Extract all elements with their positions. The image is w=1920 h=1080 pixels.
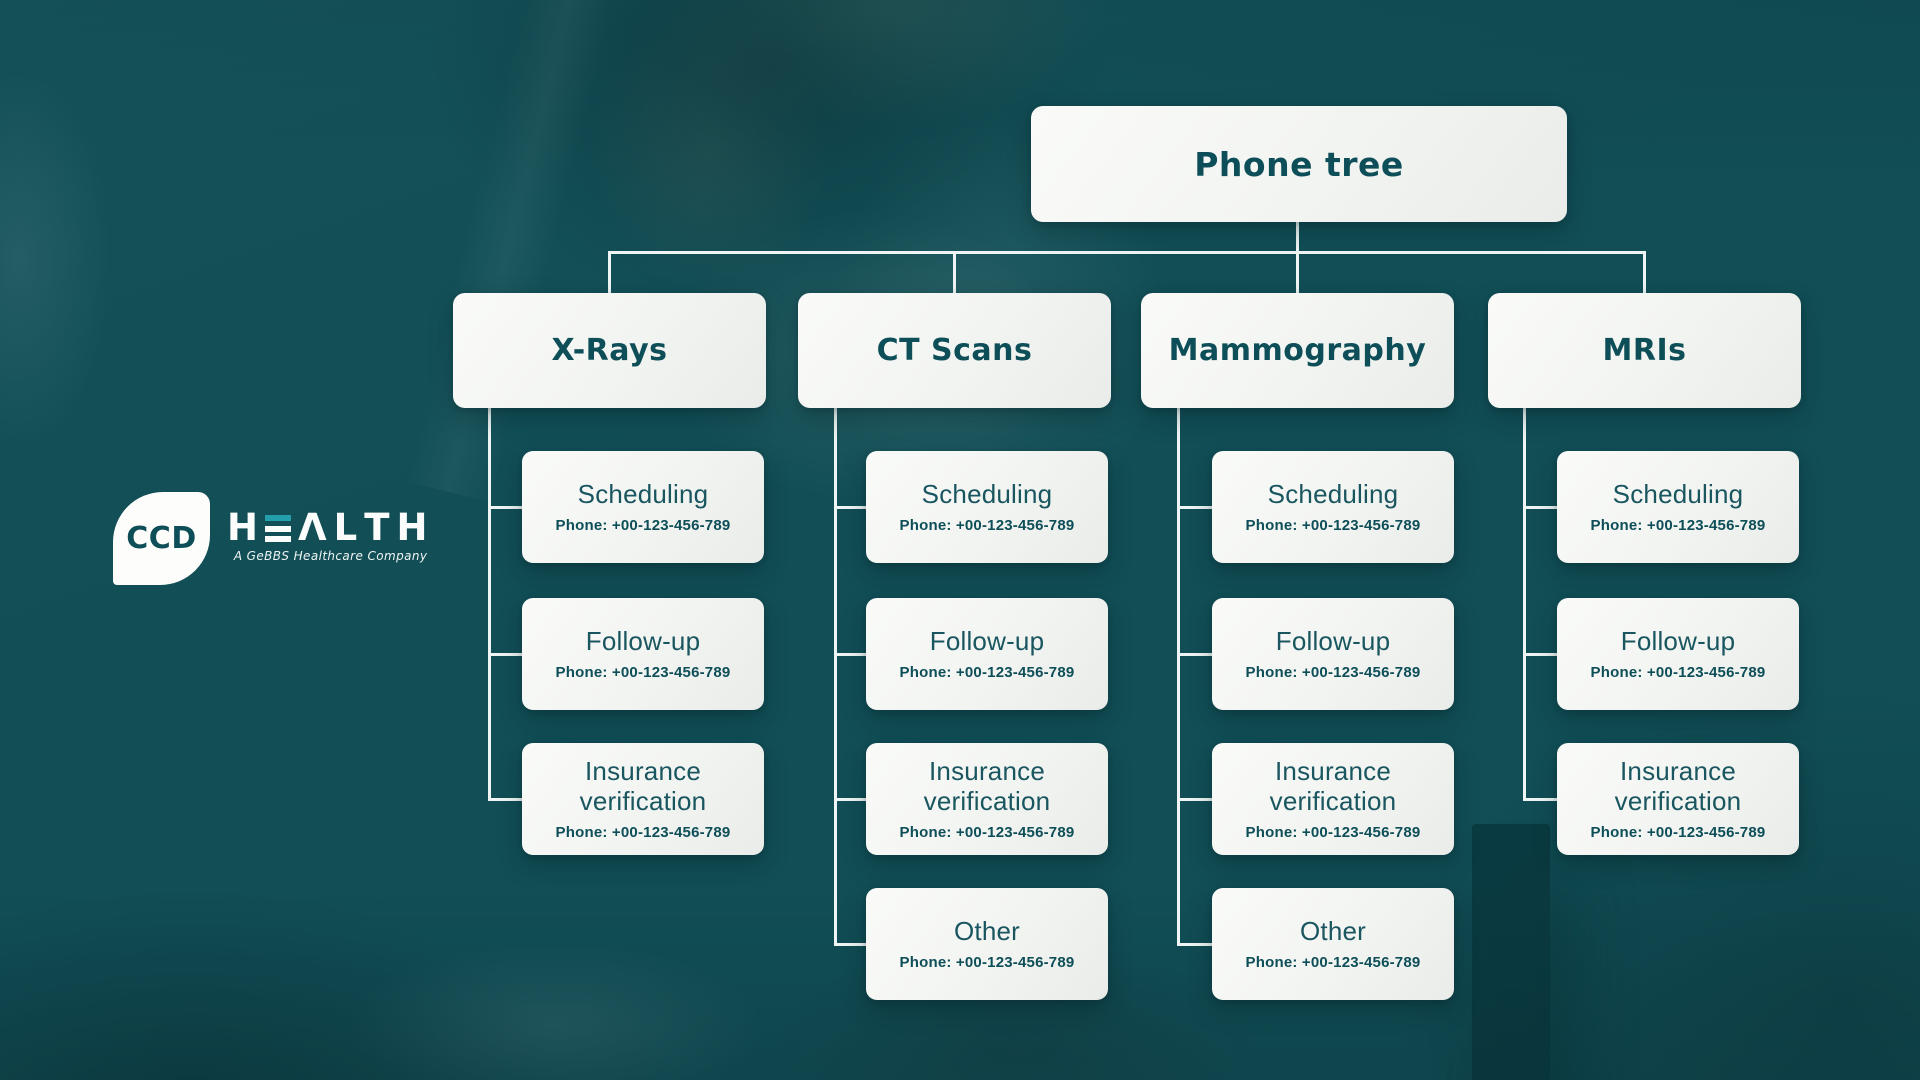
leaf-phone: Phone: +00-123-456-789 xyxy=(899,954,1075,972)
branch-node-mris: MRIs xyxy=(1488,293,1801,408)
leaf-title: Insurance verification xyxy=(1614,756,1742,816)
branch-node-xrays: X-Rays xyxy=(453,293,766,408)
connector-stub xyxy=(1523,798,1559,801)
ccd-logo-mark: CCD xyxy=(113,492,210,585)
leaf-node-ctscans-scheduling: Scheduling Phone: +00-123-456-789 xyxy=(866,451,1108,563)
background-monitor-shape xyxy=(1472,824,1550,1080)
logo-tagline: A GeBBS Healthcare Company xyxy=(233,549,428,564)
leaf-phone: Phone: +00-123-456-789 xyxy=(1245,823,1421,841)
branch-label: CT Scans xyxy=(876,332,1033,368)
connector-stub xyxy=(834,943,868,946)
connector-drop-xrays xyxy=(608,251,611,295)
connector-stub xyxy=(834,798,868,801)
leaf-node-mammography-follow-up: Follow-up Phone: +00-123-456-789 xyxy=(1212,598,1454,710)
branch-node-mammography: Mammography xyxy=(1141,293,1454,408)
leaf-title: Follow-up xyxy=(1620,625,1736,656)
logo-letter-h1: H xyxy=(227,505,258,549)
leaf-title: Scheduling xyxy=(1612,478,1744,509)
leaf-phone: Phone: +00-123-456-789 xyxy=(1590,517,1766,535)
connector-stub xyxy=(488,798,524,801)
connector-stub xyxy=(1177,653,1214,656)
connector-column-mammography xyxy=(1177,408,1180,945)
ccd-health-logo: CCD H E Λ L T H A GeBBS Healthcare Compa… xyxy=(113,492,427,585)
logo-letter-l: L xyxy=(333,505,358,549)
leaf-node-mris-follow-up: Follow-up Phone: +00-123-456-789 xyxy=(1557,598,1799,710)
connector-column-ctscans xyxy=(834,408,837,945)
leaf-phone: Phone: +00-123-456-789 xyxy=(1245,517,1421,535)
leaf-title: Other xyxy=(1299,915,1367,946)
leaf-title: Follow-up xyxy=(585,625,701,656)
branch-node-ctscans: CT Scans xyxy=(798,293,1111,408)
leaf-phone: Phone: +00-123-456-789 xyxy=(899,664,1075,682)
leaf-phone: Phone: +00-123-456-789 xyxy=(1590,664,1766,682)
leaf-node-xrays-follow-up: Follow-up Phone: +00-123-456-789 xyxy=(522,598,764,710)
health-wordmark: H E Λ L T H xyxy=(227,505,428,549)
leaf-title: Scheduling xyxy=(577,478,709,509)
leaf-title: Follow-up xyxy=(1275,625,1391,656)
connector-root-riser xyxy=(1296,222,1299,295)
root-node-label: Phone tree xyxy=(1194,144,1404,184)
leaf-title: Follow-up xyxy=(929,625,1045,656)
connector-drop-mris xyxy=(1643,251,1646,295)
connector-stub xyxy=(834,653,868,656)
root-node-phone-tree: Phone tree xyxy=(1031,106,1567,222)
branch-label: MRIs xyxy=(1602,332,1687,368)
logo-letter-t: T xyxy=(364,505,390,549)
leaf-phone: Phone: +00-123-456-789 xyxy=(555,517,731,535)
connector-stub xyxy=(1177,798,1214,801)
connector-column-mris xyxy=(1523,408,1526,800)
ccd-logo-text: CCD xyxy=(126,521,197,556)
logo-letter-e-stylized: E xyxy=(264,515,291,543)
logo-letter-a: Λ xyxy=(297,505,327,549)
leaf-phone: Phone: +00-123-456-789 xyxy=(1590,823,1766,841)
leaf-phone: Phone: +00-123-456-789 xyxy=(1245,954,1421,972)
branch-label: Mammography xyxy=(1168,332,1427,368)
logo-wordmark-group: H E Λ L T H A GeBBS Healthcare Company xyxy=(227,505,428,564)
connector-stub xyxy=(488,653,524,656)
connector-main-rail xyxy=(609,251,1646,254)
leaf-node-mammography-insurance-verification: Insurance verification Phone: +00-123-45… xyxy=(1212,743,1454,855)
leaf-node-mammography-scheduling: Scheduling Phone: +00-123-456-789 xyxy=(1212,451,1454,563)
leaf-node-xrays-scheduling: Scheduling Phone: +00-123-456-789 xyxy=(522,451,764,563)
connector-stub xyxy=(1177,506,1214,509)
logo-letter-h2: H xyxy=(396,505,428,549)
leaf-node-ctscans-other: Other Phone: +00-123-456-789 xyxy=(866,888,1108,1000)
leaf-phone: Phone: +00-123-456-789 xyxy=(1245,664,1421,682)
leaf-title: Scheduling xyxy=(1267,478,1399,509)
leaf-node-ctscans-follow-up: Follow-up Phone: +00-123-456-789 xyxy=(866,598,1108,710)
connector-stub xyxy=(488,506,524,509)
leaf-node-mris-scheduling: Scheduling Phone: +00-123-456-789 xyxy=(1557,451,1799,563)
leaf-phone: Phone: +00-123-456-789 xyxy=(555,823,731,841)
leaf-title: Other xyxy=(953,915,1021,946)
leaf-title: Insurance verification xyxy=(923,756,1051,816)
leaf-title: Scheduling xyxy=(921,478,1053,509)
leaf-node-xrays-insurance-verification: Insurance verification Phone: +00-123-45… xyxy=(522,743,764,855)
leaf-node-mris-insurance-verification: Insurance verification Phone: +00-123-45… xyxy=(1557,743,1799,855)
leaf-phone: Phone: +00-123-456-789 xyxy=(899,517,1075,535)
connector-stub xyxy=(1523,653,1559,656)
connector-stub xyxy=(834,506,868,509)
connector-drop-ctscans xyxy=(953,251,956,295)
leaf-node-ctscans-insurance-verification: Insurance verification Phone: +00-123-45… xyxy=(866,743,1108,855)
leaf-phone: Phone: +00-123-456-789 xyxy=(555,664,731,682)
leaf-title: Insurance verification xyxy=(579,756,707,816)
leaf-phone: Phone: +00-123-456-789 xyxy=(899,823,1075,841)
connector-column-xrays xyxy=(488,408,491,800)
connector-stub xyxy=(1523,506,1559,509)
leaf-node-mammography-other: Other Phone: +00-123-456-789 xyxy=(1212,888,1454,1000)
leaf-title: Insurance verification xyxy=(1269,756,1397,816)
connector-stub xyxy=(1177,943,1214,946)
branch-label: X-Rays xyxy=(551,332,668,368)
